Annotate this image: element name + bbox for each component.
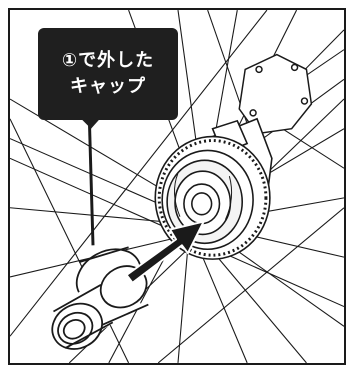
end-cap-icon [51,246,149,350]
callout-label: ①で外した キャップ [38,28,178,120]
callout-leader [87,108,95,246]
callout-line-2: キャップ [70,76,146,97]
insertion-arrow-icon [125,220,205,284]
wheel-hub-illustration [10,10,344,363]
far-flange [238,53,313,135]
illustration-frame: ①で外した キャップ [8,8,346,365]
callout-line-1: ①で外した [61,50,155,72]
